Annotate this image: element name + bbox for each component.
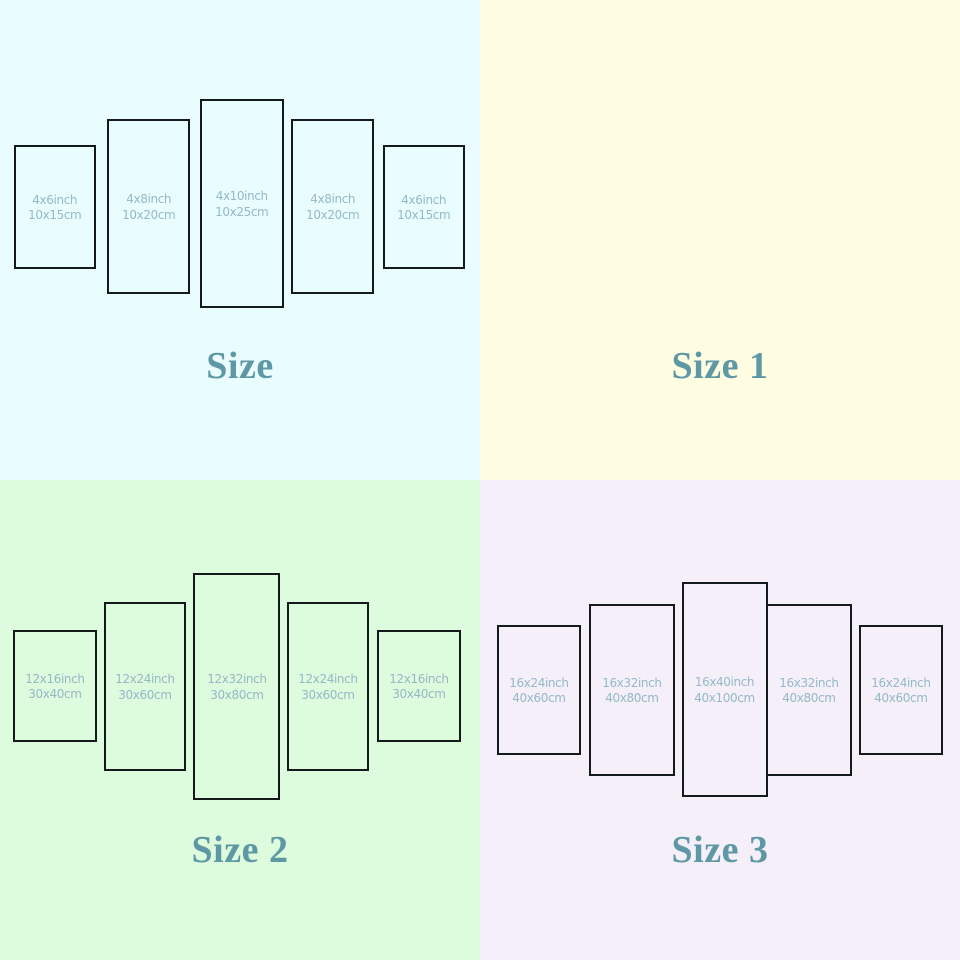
size-panel-label-inch: 16x40inch: [695, 674, 755, 689]
size-panel-label-inch: 4x10inch: [215, 188, 269, 203]
quadrant-title-size-2: Size 2: [191, 829, 289, 871]
size-panel-label-cm: 40x80cm: [782, 690, 836, 705]
quadrant-title-size: Size: [206, 345, 274, 387]
size-panel-label-cm: 30x40cm: [392, 686, 446, 701]
size-panel-label-cm: 10x20cm: [305, 206, 360, 222]
size-panel-label-inch: 16x24inch: [871, 674, 931, 690]
size-panel-label-cm: 40x80cm: [605, 690, 659, 705]
size-panel-label-inch: 16x32inch: [779, 674, 839, 690]
quadrant-title-size-3: Size 3: [671, 829, 769, 871]
size-panel-label-inch: 4x6inch: [32, 191, 78, 207]
size-panel-label-inch: 4x6inch: [401, 191, 447, 207]
size-panel-label-inch: 4x8inch: [126, 191, 171, 206]
size-panel-label-cm: 30x60cm: [301, 686, 355, 702]
size-panel-label-cm: 30x60cm: [118, 686, 172, 702]
size-panel-label-cm: 10x15cm: [28, 207, 82, 222]
quadrant-title-size-1: Size 1: [671, 345, 769, 387]
size-panel-label-cm: 10x25cm: [215, 203, 269, 219]
size-panel-label-inch: 16x32inch: [602, 674, 662, 690]
size-panel-label-cm: 30x40cm: [28, 686, 82, 701]
size-panel-label-cm: 40x100cm: [694, 689, 756, 705]
quadrant-size-1: 8x14inch20x35cm8x18inch20x45cm8x22inch20…: [480, 0, 960, 480]
size-panel-label-inch: 4x8inch: [310, 191, 355, 206]
size-panel-label-cm: 40x60cm: [512, 690, 566, 705]
size-panel-label-inch: 12x32inch: [206, 671, 267, 686]
size-panel-label-cm: 10x20cm: [121, 206, 176, 222]
size-panel-label-cm: 30x80cm: [209, 686, 264, 702]
size-panel-label-inch: 12x16inch: [389, 670, 449, 686]
size-panel-label-cm: 10x15cm: [397, 207, 451, 222]
size-panel-label-inch: 12x24inch: [298, 671, 358, 686]
size-panel-label-inch: 12x24inch: [115, 671, 175, 686]
size-panel-label-inch: 12x16inch: [25, 670, 85, 686]
panel-group-size-1: 8x14inch20x35cm8x18inch20x45cm8x22inch20…: [480, 0, 960, 480]
size-panel-label-inch: 16x24inch: [509, 674, 569, 690]
size-panel-label-cm: 40x60cm: [874, 690, 928, 705]
